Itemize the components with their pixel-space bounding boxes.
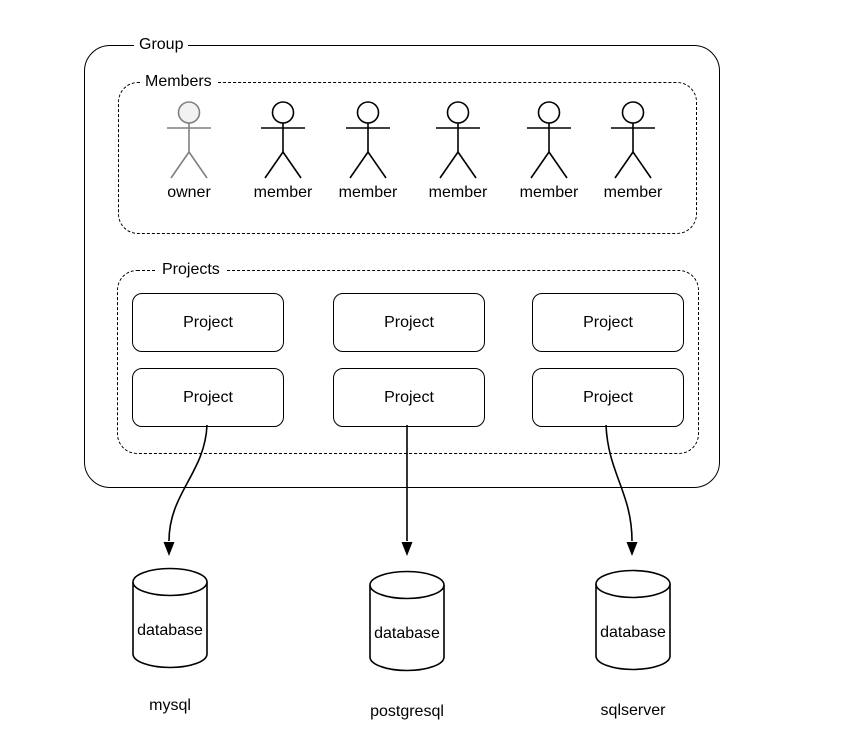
project-node: Project xyxy=(333,293,485,352)
project-node-label: Project xyxy=(384,388,434,406)
database-cylinder-icon: database xyxy=(132,567,208,669)
database-cylinder-icon: database xyxy=(369,570,445,672)
members-label: Members xyxy=(140,73,217,91)
project-node-label: Project xyxy=(583,313,633,331)
project-node-label: Project xyxy=(183,388,233,406)
projects-label: Projects xyxy=(157,261,225,279)
actor-label: member xyxy=(253,184,313,201)
database-label: database xyxy=(374,625,440,642)
database-caption: sqlserver xyxy=(600,702,666,719)
database-caption: mysql xyxy=(149,697,191,714)
member-actor-icon xyxy=(261,101,305,179)
database-label: database xyxy=(600,624,666,641)
project-node-label: Project xyxy=(583,388,633,406)
member-actor-icon xyxy=(436,101,480,179)
actor-label: member xyxy=(519,184,579,201)
member-actor-icon xyxy=(527,101,571,179)
member-actor-icon xyxy=(346,101,390,179)
member-actor-icon xyxy=(611,101,655,179)
group-label: Group xyxy=(134,36,189,54)
actor-label: owner xyxy=(167,184,211,201)
owner-actor-icon xyxy=(167,101,211,179)
arrowhead-icon xyxy=(163,542,175,556)
project-node-label: Project xyxy=(183,313,233,331)
members-container xyxy=(118,82,697,234)
actor-label: member xyxy=(338,184,398,201)
group-container xyxy=(84,45,720,488)
arrowhead-icon xyxy=(401,542,413,556)
arrowhead-icon xyxy=(626,542,638,556)
project-node: Project xyxy=(132,368,284,427)
database-cylinder-icon: database xyxy=(595,569,671,671)
database-label: database xyxy=(137,622,203,639)
project-node: Project xyxy=(132,293,284,352)
actor-label: member xyxy=(428,184,488,201)
project-node: Project xyxy=(333,368,485,427)
actor-label: member xyxy=(603,184,663,201)
project-node: Project xyxy=(532,368,684,427)
project-node-label: Project xyxy=(384,313,434,331)
database-caption: postgresql xyxy=(370,703,444,720)
project-node: Project xyxy=(532,293,684,352)
projects-container xyxy=(117,270,699,454)
